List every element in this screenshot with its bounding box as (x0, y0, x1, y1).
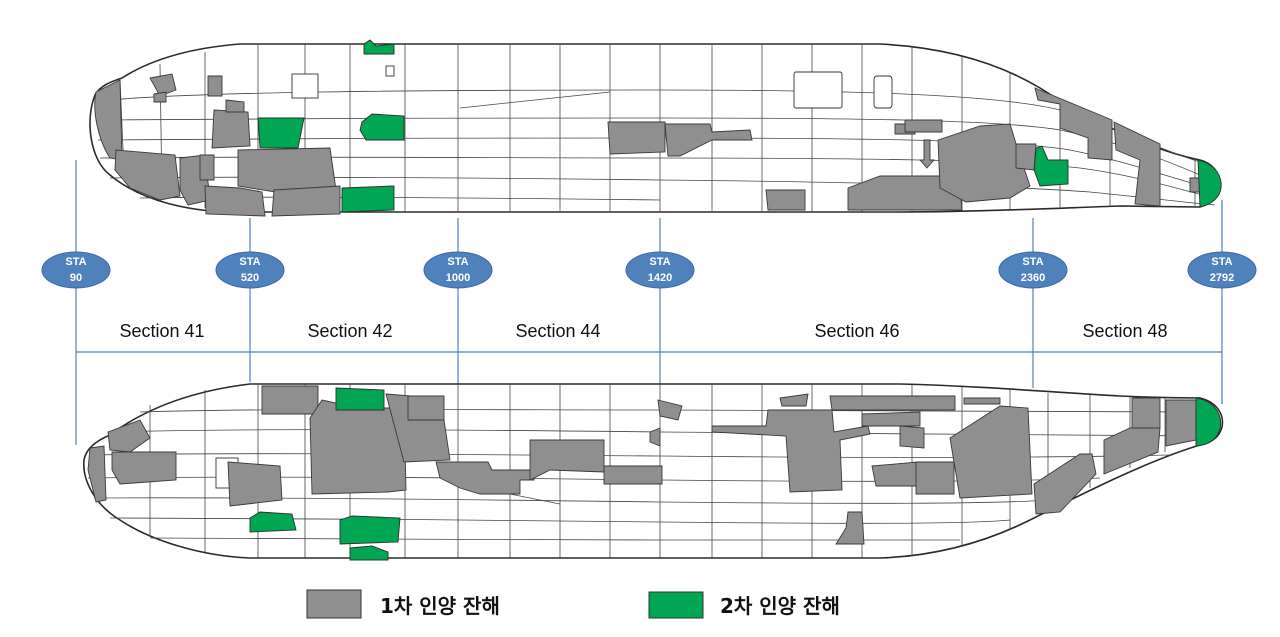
top-cutout-door-2 (793, 71, 843, 109)
svg-text:90: 90 (70, 272, 82, 284)
station-marker-2360: STA 2360 (998, 251, 1068, 289)
svg-text:2360: 2360 (1021, 272, 1045, 284)
section-label-41: Section 41 (119, 321, 204, 341)
section-label-42: Section 42 (307, 321, 392, 341)
svg-text:STA: STA (1022, 256, 1043, 268)
section-label-48: Section 48 (1082, 321, 1167, 341)
svg-text:2792: 2792 (1210, 272, 1234, 284)
svg-text:STA: STA (649, 256, 670, 268)
bottom-debris-second (249, 387, 1222, 561)
station-marker-1420: STA 1420 (625, 251, 695, 289)
top-cutout-small (385, 65, 395, 77)
legend-swatch-gray (306, 589, 362, 619)
svg-text:STA: STA (65, 256, 86, 268)
svg-text:STA: STA (1211, 256, 1232, 268)
top-fuselage-view (89, 39, 1222, 217)
svg-text:1420: 1420 (648, 272, 672, 284)
station-marker-2792: STA 2792 (1187, 251, 1257, 289)
legend-item-first-salvage: 1차 인양 잔해 (306, 589, 500, 619)
svg-text:STA: STA (239, 256, 260, 268)
svg-text:520: 520 (241, 272, 259, 284)
section-labels: Section 41 Section 42 Section 44 Section… (119, 321, 1167, 341)
station-marker-1000: STA 1000 (423, 251, 493, 289)
bottom-debris-first (87, 385, 1197, 545)
legend: 1차 인양 잔해 2차 인양 잔해 (306, 589, 840, 619)
top-debris-first (94, 73, 1201, 217)
section-label-44: Section 44 (515, 321, 600, 341)
top-cutout-door-1 (291, 73, 319, 99)
station-reference-lines (75, 160, 1223, 445)
section-label-46: Section 46 (814, 321, 899, 341)
legend-label-first: 1차 인양 잔해 (380, 594, 500, 618)
svg-text:1000: 1000 (446, 272, 470, 284)
svg-text:STA: STA (447, 256, 468, 268)
station-marker-520: STA 520 (215, 251, 285, 289)
legend-item-second-salvage: 2차 인양 잔해 (648, 591, 840, 619)
legend-swatch-green (648, 591, 704, 619)
bottom-fuselage-view (83, 383, 1224, 561)
station-marker-90: STA 90 (41, 251, 111, 289)
legend-label-second: 2차 인양 잔해 (720, 594, 840, 618)
station-markers: STA 90 STA 520 STA 1000 STA 1420 STA 236… (41, 251, 1257, 289)
top-debris-second (257, 39, 1222, 213)
top-cutout-window (873, 75, 893, 109)
